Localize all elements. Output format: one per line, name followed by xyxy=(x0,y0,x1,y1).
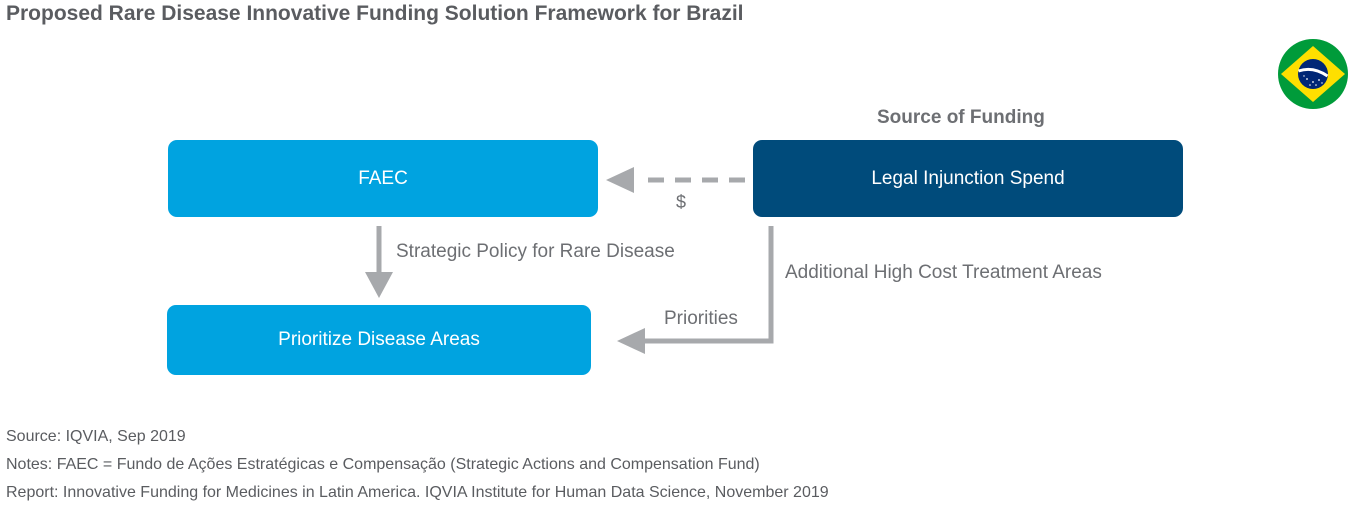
page-title: Proposed Rare Disease Innovative Funding… xyxy=(6,2,744,25)
brazil-flag-icon xyxy=(1278,39,1348,109)
legal-injunction-spend-box: Legal Injunction Spend xyxy=(753,140,1183,217)
additional-high-cost-label: Additional High Cost Treatment Areas xyxy=(785,262,1102,283)
faec-box: FAEC xyxy=(168,140,598,217)
dollar-label: $ xyxy=(676,192,687,212)
source-of-funding-label: Source of Funding xyxy=(877,107,1045,128)
prioritize-disease-areas-box: Prioritize Disease Areas xyxy=(167,305,591,375)
footer-notes: Notes: FAEC = Fundo de Ações Estratégica… xyxy=(6,456,760,473)
dashed-funding-arrow xyxy=(606,167,745,193)
footer-report: Report: Innovative Funding for Medicines… xyxy=(6,484,829,501)
strategic-policy-arrow xyxy=(365,226,393,298)
legal-injunction-spend-label: Legal Injunction Spend xyxy=(871,167,1065,189)
footer-source: Source: IQVIA, Sep 2019 xyxy=(6,428,186,445)
prioritize-disease-areas-label: Prioritize Disease Areas xyxy=(278,329,480,350)
faec-box-label: FAEC xyxy=(358,167,408,189)
priorities-arrow xyxy=(617,226,774,354)
priorities-label: Priorities xyxy=(664,308,738,329)
strategic-policy-label: Strategic Policy for Rare Disease xyxy=(396,241,675,262)
